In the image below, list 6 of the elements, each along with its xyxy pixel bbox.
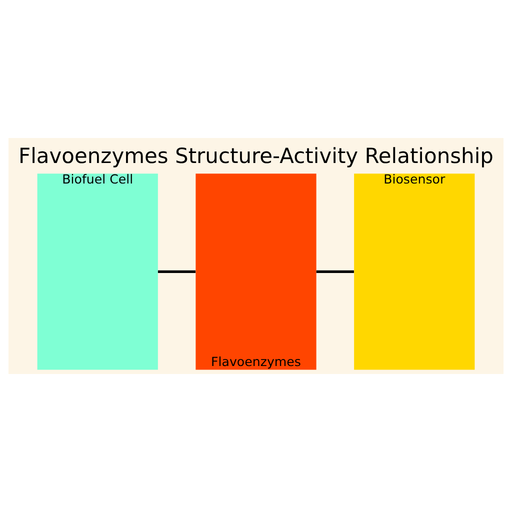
node-box: Biofuel Cell xyxy=(37,174,158,370)
connector xyxy=(316,270,354,274)
diagram-title: Flavoenzymes Structure-Activity Relationship xyxy=(18,144,494,168)
connector xyxy=(158,270,196,274)
node-box: Biosensor xyxy=(354,174,475,370)
node-box: Flavoenzymes xyxy=(196,174,316,370)
